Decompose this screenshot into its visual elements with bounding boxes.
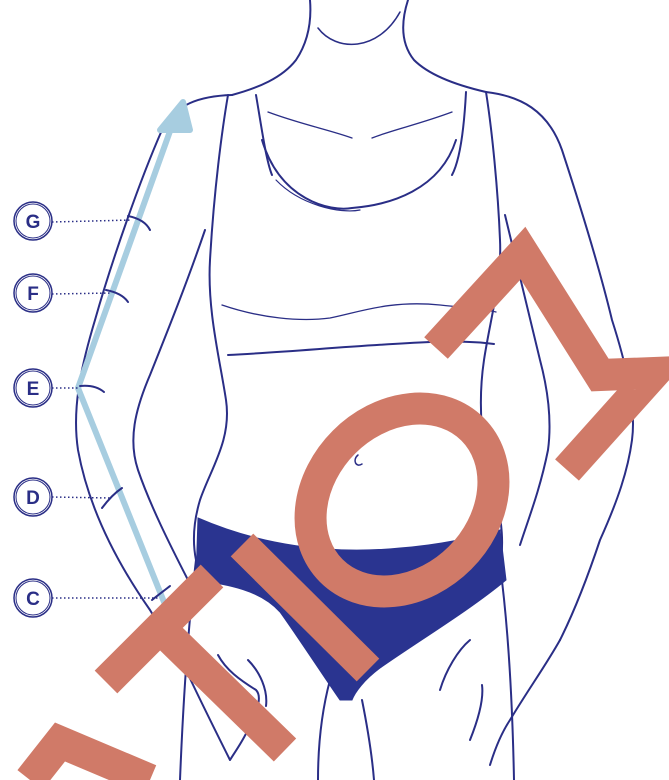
- label-f: F: [14, 274, 52, 312]
- label-f-text: F: [27, 284, 39, 305]
- navel: [355, 455, 362, 465]
- bra-left-strap: [256, 95, 272, 175]
- tick-e: [80, 386, 104, 392]
- torso-left: [194, 95, 228, 560]
- arrow-head: [160, 102, 190, 130]
- inner-right-leg: [362, 700, 374, 780]
- watermark-letter-a: [30, 742, 150, 780]
- leader-g: [52, 220, 132, 222]
- inner-left-leg: [318, 680, 330, 780]
- arm-measurement-arrow-icon: [78, 102, 190, 612]
- label-c-text: C: [26, 589, 40, 610]
- label-c: C: [14, 579, 52, 617]
- label-g-text: G: [26, 212, 41, 233]
- neck-right: [403, 0, 486, 92]
- label-e: E: [14, 369, 52, 407]
- label-e-text: E: [27, 379, 40, 400]
- watermark: [30, 253, 654, 780]
- bra-right-strap: [452, 92, 466, 175]
- collarbone-right: [372, 112, 452, 138]
- right-hand: [440, 640, 560, 765]
- leader-lines: [52, 220, 160, 598]
- right-leg: [500, 565, 514, 780]
- label-g: G: [14, 202, 52, 240]
- arrow-upper-segment: [78, 120, 174, 388]
- leader-d: [52, 497, 110, 498]
- label-circles: G F E D C: [14, 202, 52, 617]
- collarbone-left: [268, 112, 352, 138]
- label-d: D: [14, 478, 52, 516]
- label-d-text: D: [26, 488, 40, 509]
- neck-left: [232, 0, 310, 95]
- chin-line: [318, 12, 400, 44]
- bra-neckline: [262, 140, 456, 209]
- measurement-ticks: [80, 216, 170, 600]
- watermark-letter-t: [106, 576, 285, 750]
